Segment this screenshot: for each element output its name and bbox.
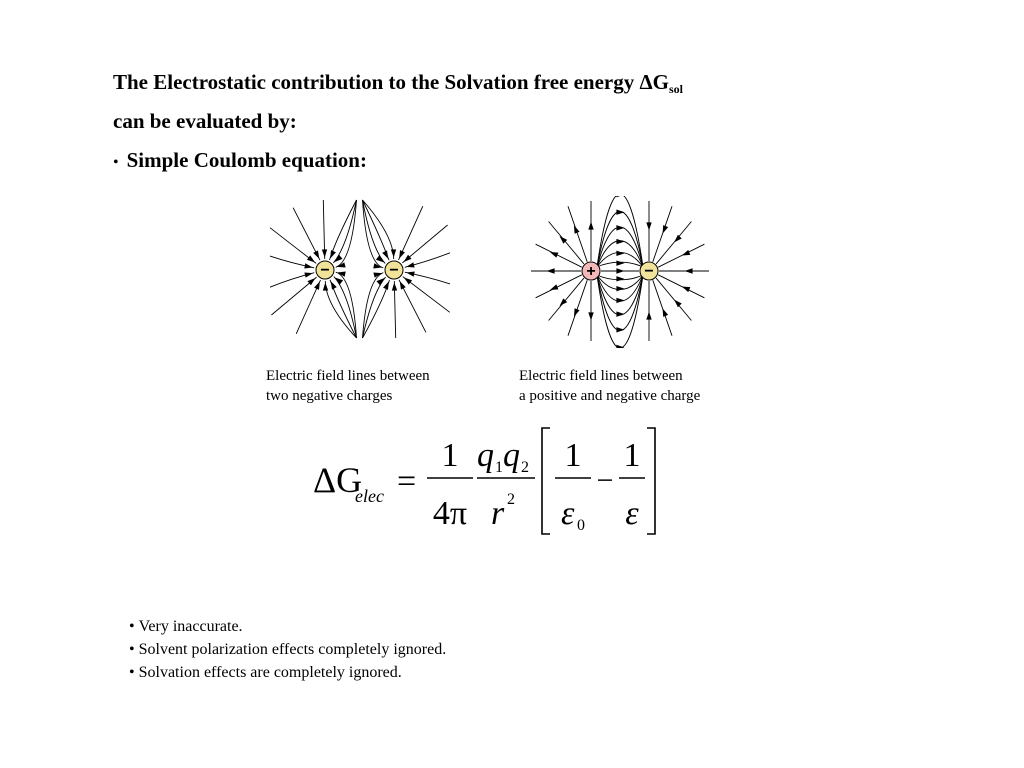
- note-item: Solvent polarization effects completely …: [129, 638, 447, 661]
- delta-g-symbol: ΔG: [639, 70, 669, 94]
- main-bullet-text: Simple Coulomb equation:: [126, 148, 367, 172]
- charge-sign: −: [389, 262, 398, 279]
- field-lines-negative-negative-figure: − −: [269, 199, 451, 339]
- figure-caption-positive-negative: Electric field lines between a positive …: [519, 366, 700, 406]
- caption-line: Electric field lines between: [266, 368, 430, 384]
- eq-r: r: [491, 495, 505, 532]
- field-lines-positive-negative-figure: + −: [531, 196, 709, 348]
- main-bullet: • Simple Coulomb equation:: [113, 146, 367, 177]
- charge-left-negative: −: [315, 260, 335, 280]
- eq-frac3-numerator: 1: [565, 437, 582, 474]
- charge-right-negative: −: [384, 260, 404, 280]
- eq-q2-sub: 2: [521, 459, 529, 476]
- note-item: Solvation effects are completely ignored…: [129, 661, 446, 684]
- caption-line: Electric field lines between: [519, 368, 683, 384]
- slide-heading: The Electrostatic contribution to the So…: [113, 66, 683, 137]
- heading-line-2: can be evaluated by:: [113, 109, 297, 133]
- eq-right-bracket: [647, 427, 656, 535]
- eq-left-bracket: [541, 427, 550, 535]
- coulomb-equation: ΔG elec = 1 4π q 1 q 2 r 2 1 ε 0 − 1 ε: [313, 427, 656, 535]
- eq-frac1-denominator: 4π: [433, 495, 467, 532]
- figure-caption-negative-negative: Electric field lines between two negativ…: [266, 366, 430, 406]
- charge-positive: +: [581, 261, 601, 281]
- arrow-heads-2: [546, 196, 693, 348]
- eq-equals: =: [397, 463, 416, 500]
- eq-minus: −: [597, 464, 614, 497]
- note-item: Very inaccurate.: [129, 615, 446, 638]
- charge-negative: −: [639, 261, 659, 281]
- charge-sign: −: [320, 262, 329, 279]
- eq-epsilon-sub: 0: [577, 517, 585, 534]
- delta-g-subscript: sol: [669, 82, 684, 96]
- eq-q1-sub: 1: [495, 459, 503, 476]
- caption-line: two negative charges: [266, 388, 393, 404]
- eq-q1: q: [477, 437, 494, 474]
- eq-epsilon-0: ε: [561, 495, 575, 532]
- charge-sign: −: [644, 263, 653, 280]
- eq-frac4-numerator: 1: [624, 437, 641, 474]
- eq-epsilon: ε: [625, 495, 639, 532]
- eq-r-exponent: 2: [507, 491, 515, 508]
- caption-line: a positive and negative charge: [519, 388, 701, 404]
- eq-lhs-subscript: elec: [355, 486, 384, 506]
- bullet-marker: •: [113, 154, 119, 171]
- arrow-heads-1: [304, 249, 415, 291]
- eq-frac1-numerator: 1: [442, 437, 459, 474]
- notes-list: Very inaccurate. Solvent polarization ef…: [129, 615, 447, 684]
- eq-q2: q: [503, 437, 520, 474]
- field-lines-1: [269, 199, 451, 339]
- charge-sign: +: [586, 263, 595, 280]
- heading-line-1: The Electrostatic contribution to the So…: [113, 70, 640, 94]
- eq-lhs-delta-g: ΔG: [313, 460, 362, 500]
